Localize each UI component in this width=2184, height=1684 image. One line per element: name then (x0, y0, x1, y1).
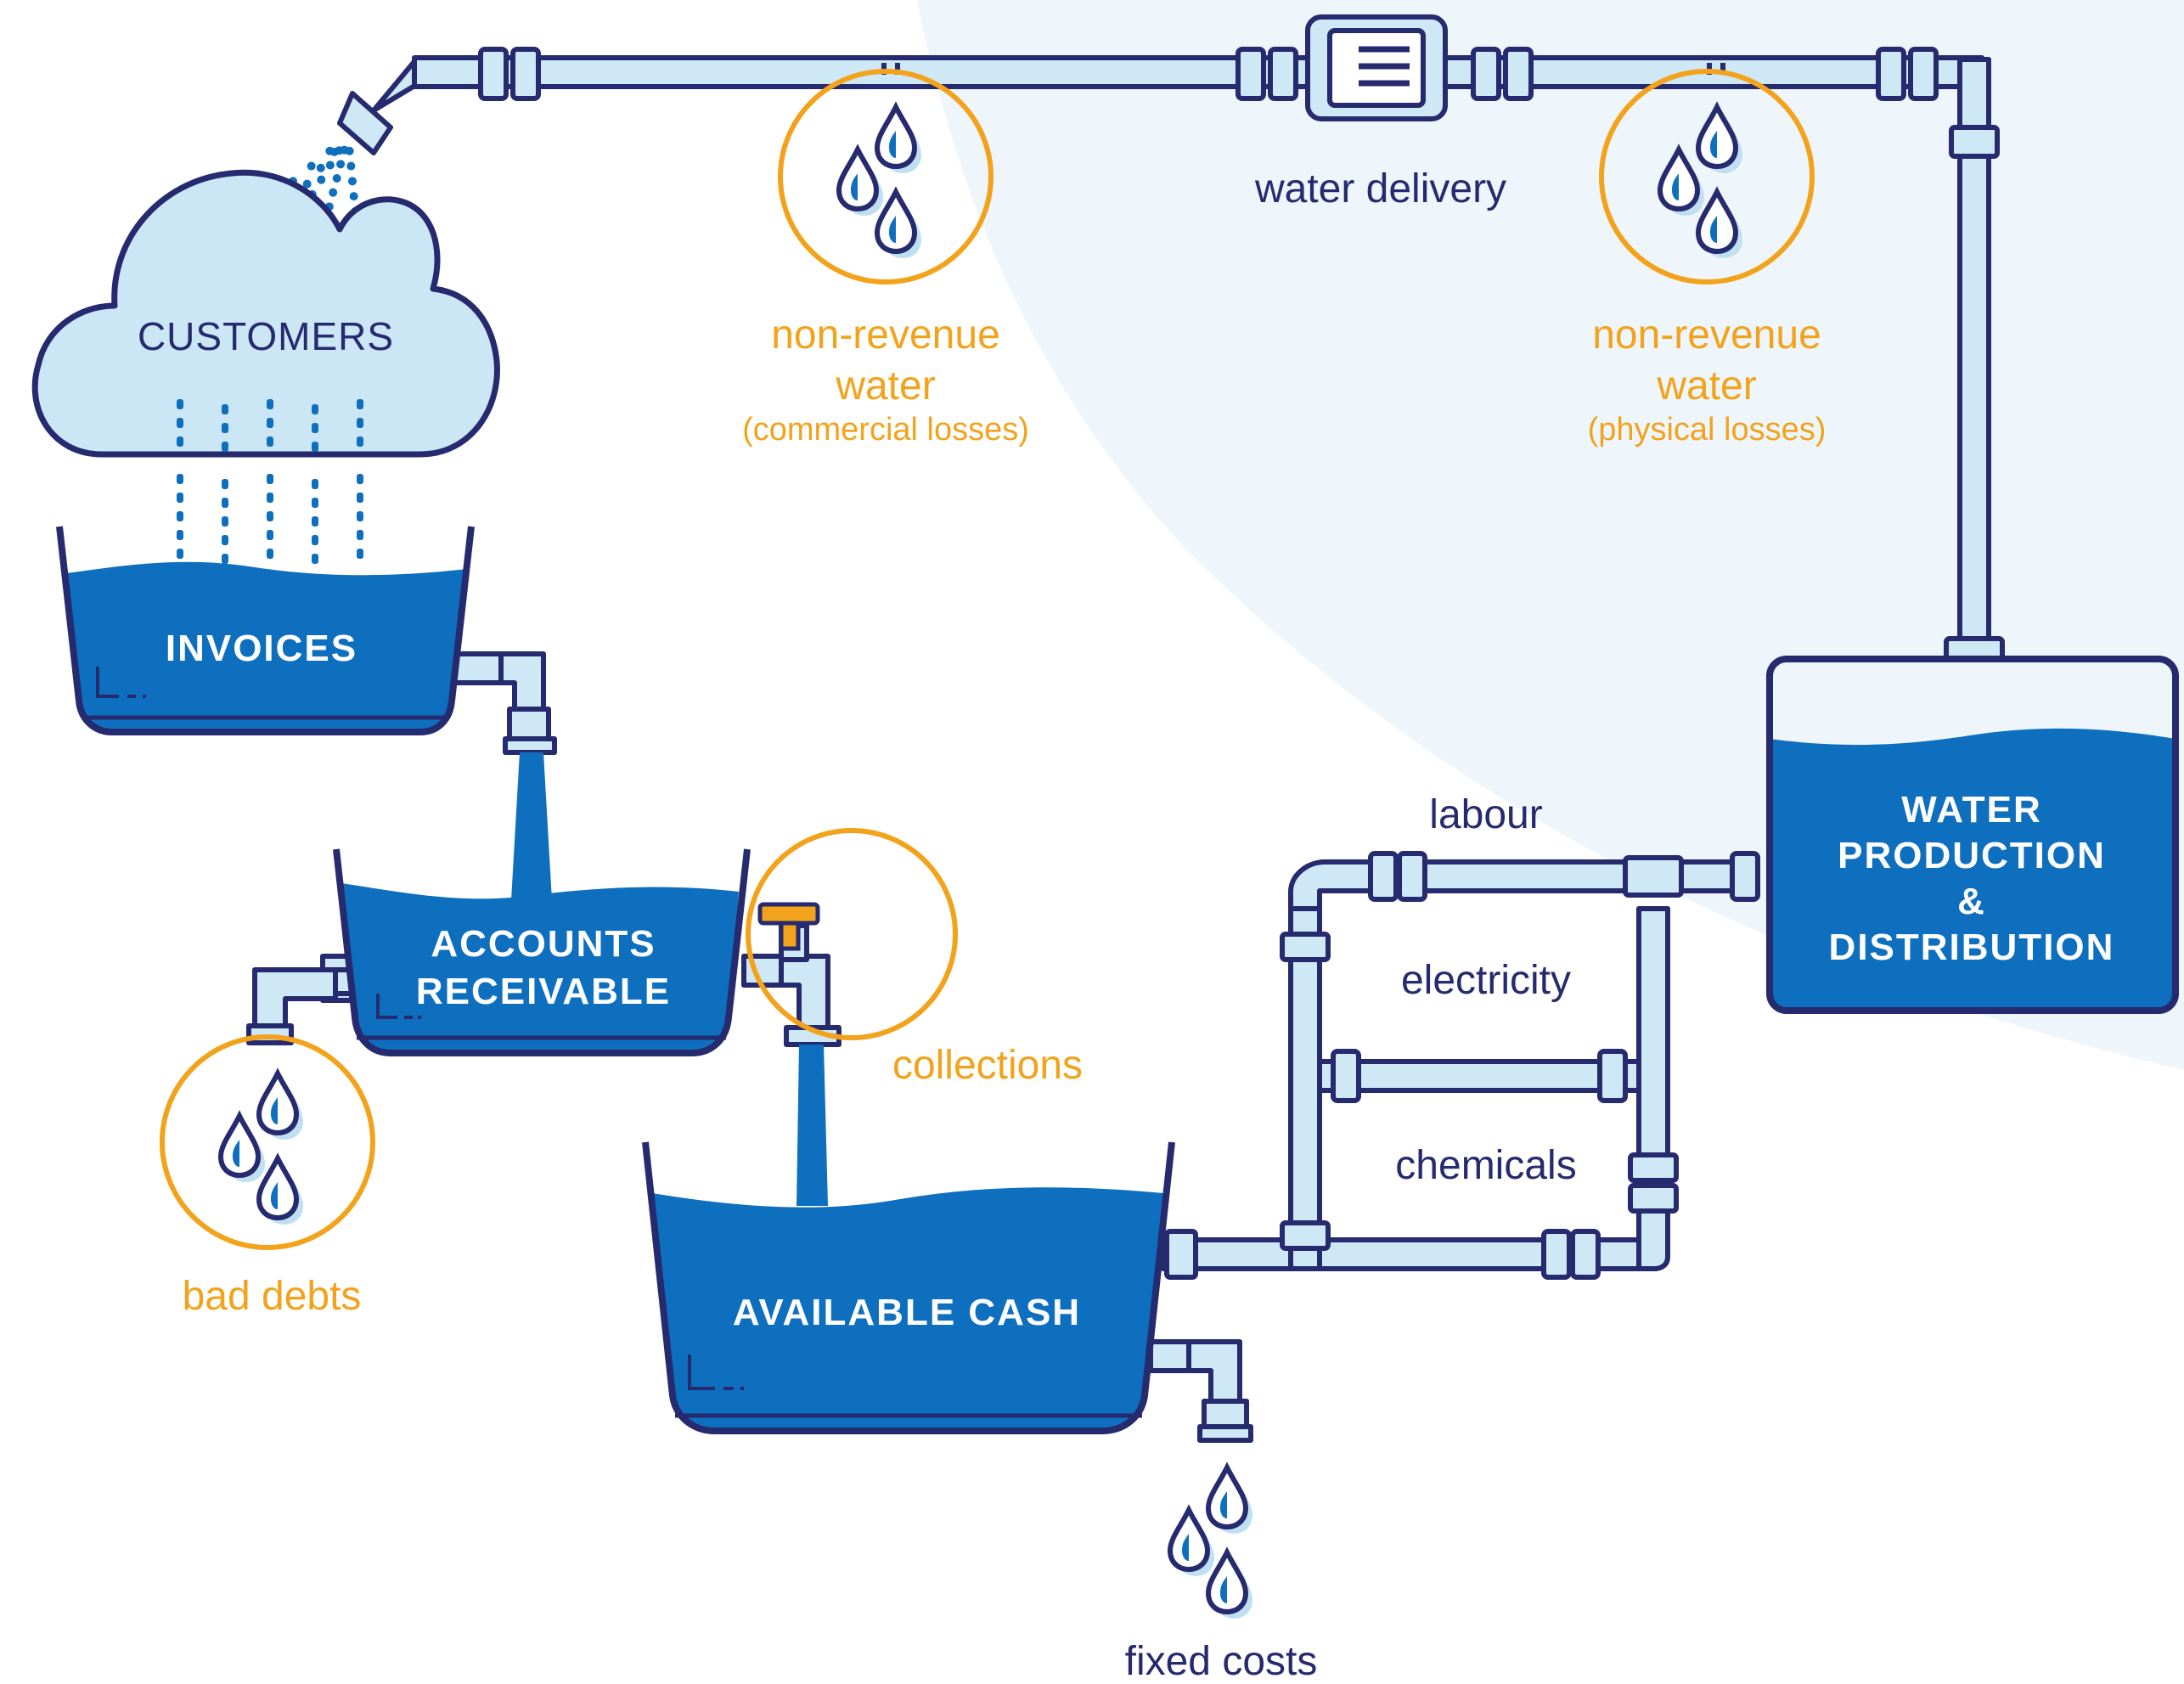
rain-drop (267, 511, 273, 521)
bad-debts-label: bad debts (183, 1274, 362, 1319)
spray-drop (349, 192, 358, 201)
rain-drop (267, 399, 273, 409)
water-streams (511, 752, 828, 1206)
water-meter-icon (1305, 14, 1448, 121)
electricity-label: electricity (1401, 958, 1571, 1003)
water-drop-icon (839, 107, 921, 258)
rain-drop (222, 404, 228, 414)
rain-drop (357, 399, 363, 409)
rain-drop (222, 516, 228, 527)
rain-drop (357, 418, 363, 428)
chemicals-label: chemicals (1395, 1143, 1576, 1188)
spray-drop (345, 146, 354, 155)
rain-drop (312, 516, 318, 527)
nrw-commercial-line2: water (835, 363, 935, 408)
nrw-commercial-line3: (commercial losses) (742, 412, 1029, 448)
fixed-costs-drops (1170, 1467, 1252, 1619)
nrw-physical-line2: water (1656, 363, 1756, 408)
rain-drop (222, 554, 228, 564)
rain-drop (357, 511, 363, 521)
rain (177, 399, 363, 564)
accounts-receivable-label-line2: RECEIVABLE (416, 971, 671, 1012)
rain-drop (222, 423, 228, 433)
water-drop-icon (1170, 1467, 1252, 1619)
rain-drop (222, 535, 228, 545)
invoices-tank: INVOICES (56, 526, 475, 735)
nrw-physical-line3: (physical losses) (1588, 412, 1827, 448)
rain-drop (177, 436, 183, 447)
fixed-costs-label: fixed costs (1125, 1639, 1318, 1684)
customers-label: CUSTOMERS (138, 314, 394, 358)
rain-drop (357, 549, 363, 559)
rain-drop (177, 549, 183, 559)
tap-icon (757, 902, 820, 951)
rain-drop (312, 498, 318, 508)
rain-drop (357, 474, 363, 484)
available-cash-tank: AVAILABLE CASH (642, 1141, 1175, 1434)
rain-drop (177, 399, 183, 409)
cloud-icon (31, 169, 500, 458)
rain-drop (267, 436, 273, 447)
invoices-label: INVOICES (166, 628, 357, 669)
rain-drop (312, 442, 318, 452)
pipe-network (246, 47, 2005, 1443)
rain-drop (222, 479, 228, 489)
bad-debts-circle (160, 1034, 375, 1250)
rain-drop (267, 418, 273, 428)
rain-drop (267, 549, 273, 559)
production-tank: WATER PRODUCTION & DISTRIBUTION (1766, 656, 2179, 1014)
spray-drop (329, 188, 338, 197)
production-label-line1: WATER (1901, 789, 2042, 831)
accounts-receivable-tank: ACCOUNTS RECEIVABLE (333, 848, 751, 1056)
rain-drop (177, 493, 183, 503)
spray-drop (316, 163, 325, 172)
spray-drop (317, 175, 326, 184)
rain-drop (177, 474, 183, 484)
spray-drop (346, 161, 356, 171)
rain-drop (312, 535, 318, 545)
rain-drop (222, 442, 228, 452)
rain-drop (312, 404, 318, 414)
leak-circle-commercial (778, 69, 993, 284)
collections-label: collections (892, 1043, 1083, 1088)
rain-drop (177, 511, 183, 521)
spray-drop (348, 177, 357, 186)
customers-cloud: CUSTOMERS (31, 169, 500, 458)
rain-drop (357, 530, 363, 540)
available-cash-label: AVAILABLE CASH (733, 1292, 1081, 1333)
water-delivery-label: water delivery (1254, 166, 1506, 211)
rain-drop (357, 436, 363, 447)
rain-drop (312, 479, 318, 489)
rain-drop (267, 493, 273, 503)
rain-drop (177, 530, 183, 540)
rain-drop (312, 423, 318, 433)
production-label-line2: PRODUCTION (1838, 835, 2106, 876)
rain-drop (222, 498, 228, 508)
production-label-line4: DISTRIBUTION (1829, 926, 2115, 968)
spray-drop (325, 161, 335, 170)
collections-circle (746, 828, 958, 1040)
spray-drop (302, 179, 312, 189)
nrw-commercial-line1: non-revenue (771, 313, 1000, 358)
rain-drop (312, 554, 318, 564)
spray-drop (336, 160, 346, 169)
rain-drop (267, 474, 273, 484)
leak-circle-physical (1599, 69, 1815, 284)
spray-drop (307, 161, 316, 171)
spray-drop (332, 174, 341, 183)
nrw-physical-line1: non-revenue (1592, 313, 1821, 358)
rain-drop (357, 493, 363, 503)
labour-label: labour (1429, 792, 1542, 837)
accounts-receivable-label-line1: ACCOUNTS (431, 923, 656, 965)
production-label-line3: & (1957, 881, 1986, 922)
rain-drop (267, 530, 273, 540)
water-drop-icon (221, 1073, 303, 1225)
rain-drop (177, 418, 183, 428)
